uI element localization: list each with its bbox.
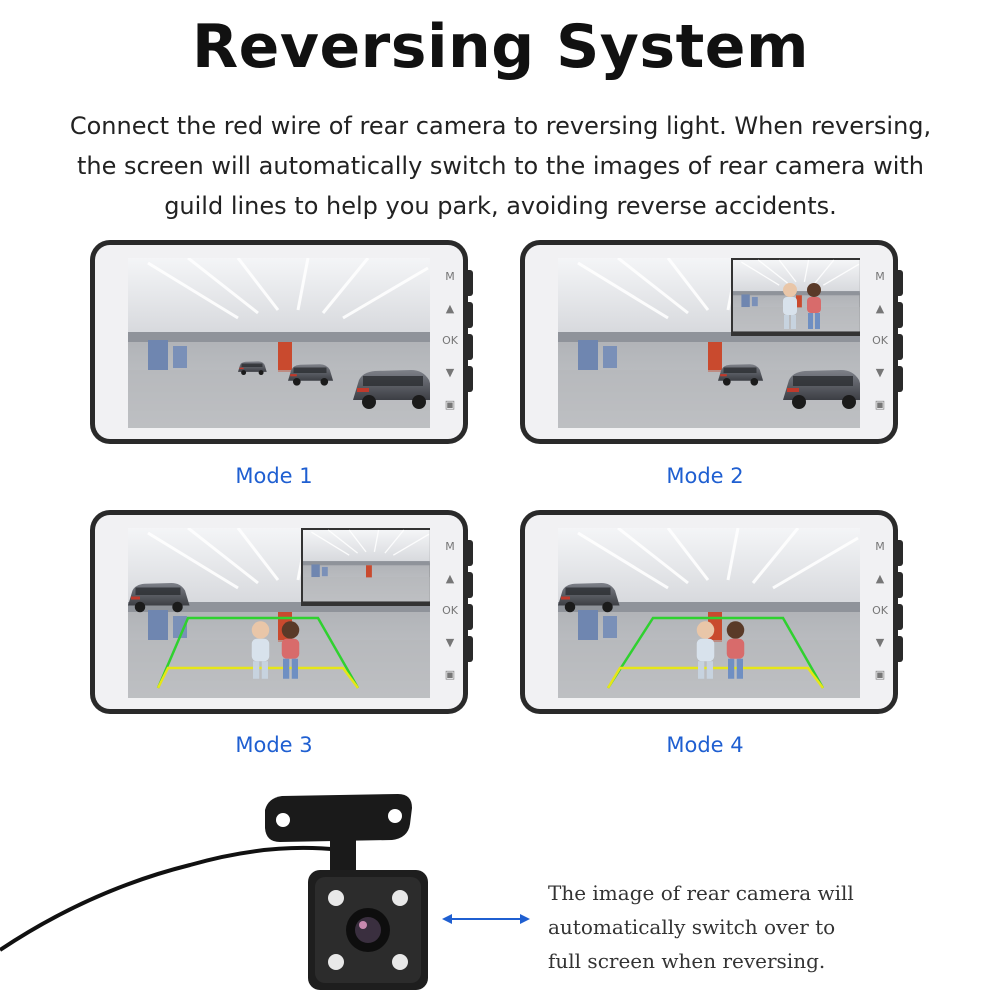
ok-button[interactable]: OK	[872, 604, 888, 617]
down-button[interactable]: ▼	[445, 366, 455, 379]
dashcam-mode-3: M ▲ OK ▼ ▣	[90, 510, 473, 714]
front-camera-view	[128, 258, 430, 428]
double-arrow-icon	[442, 914, 530, 924]
rear-camera-view	[128, 528, 430, 698]
ok-button[interactable]: OK	[442, 604, 458, 617]
menu-button[interactable]: M	[875, 270, 885, 283]
up-button[interactable]: ▲	[875, 572, 885, 585]
mode-2-label: Mode 2	[666, 464, 744, 488]
description-line: Connect the red wire of rear camera to r…	[69, 112, 932, 140]
mode-3-label: Mode 3	[235, 733, 313, 757]
up-button[interactable]: ▲	[445, 572, 455, 585]
description: Connect the red wire of rear camera to r…	[40, 106, 961, 226]
caption-line: The image of rear camera will	[548, 881, 854, 905]
up-button[interactable]: ▲	[875, 302, 885, 315]
down-button[interactable]: ▼	[875, 366, 885, 379]
dashcam-mode-4: M ▲ OK ▼ ▣	[520, 510, 903, 714]
page-title: Reversing System	[191, 12, 810, 82]
up-button[interactable]: ▲	[445, 302, 455, 315]
menu-button[interactable]: M	[875, 540, 885, 553]
down-button[interactable]: ▼	[445, 636, 455, 649]
rear-camera-view	[558, 528, 860, 698]
camera-caption: The image of rear camera will automatica…	[548, 876, 968, 978]
mode-button[interactable]: ▣	[874, 668, 886, 681]
caption-line: full screen when reversing.	[548, 949, 826, 973]
menu-button[interactable]: M	[445, 270, 455, 283]
ok-button[interactable]: OK	[872, 334, 888, 347]
menu-button[interactable]: M	[445, 540, 455, 553]
rear-camera-image	[0, 794, 428, 990]
mode-button[interactable]: ▣	[444, 668, 456, 681]
mode-4-label: Mode 4	[666, 733, 744, 757]
ok-button[interactable]: OK	[442, 334, 458, 347]
down-button[interactable]: ▼	[875, 636, 885, 649]
front-camera-view	[558, 258, 860, 428]
dashcam-mode-2: M ▲ OK ▼ ▣	[520, 240, 903, 444]
dashcam-mode-1: M ▲ OK ▼ ▣	[90, 240, 473, 444]
description-line: guild lines to help you park, avoiding r…	[164, 192, 837, 220]
caption-line: automatically switch over to	[548, 915, 836, 939]
description-line: the screen will automatically switch to …	[76, 152, 925, 180]
mode-1-label: Mode 1	[235, 464, 313, 488]
mode-button[interactable]: ▣	[874, 398, 886, 411]
mode-button[interactable]: ▣	[444, 398, 456, 411]
